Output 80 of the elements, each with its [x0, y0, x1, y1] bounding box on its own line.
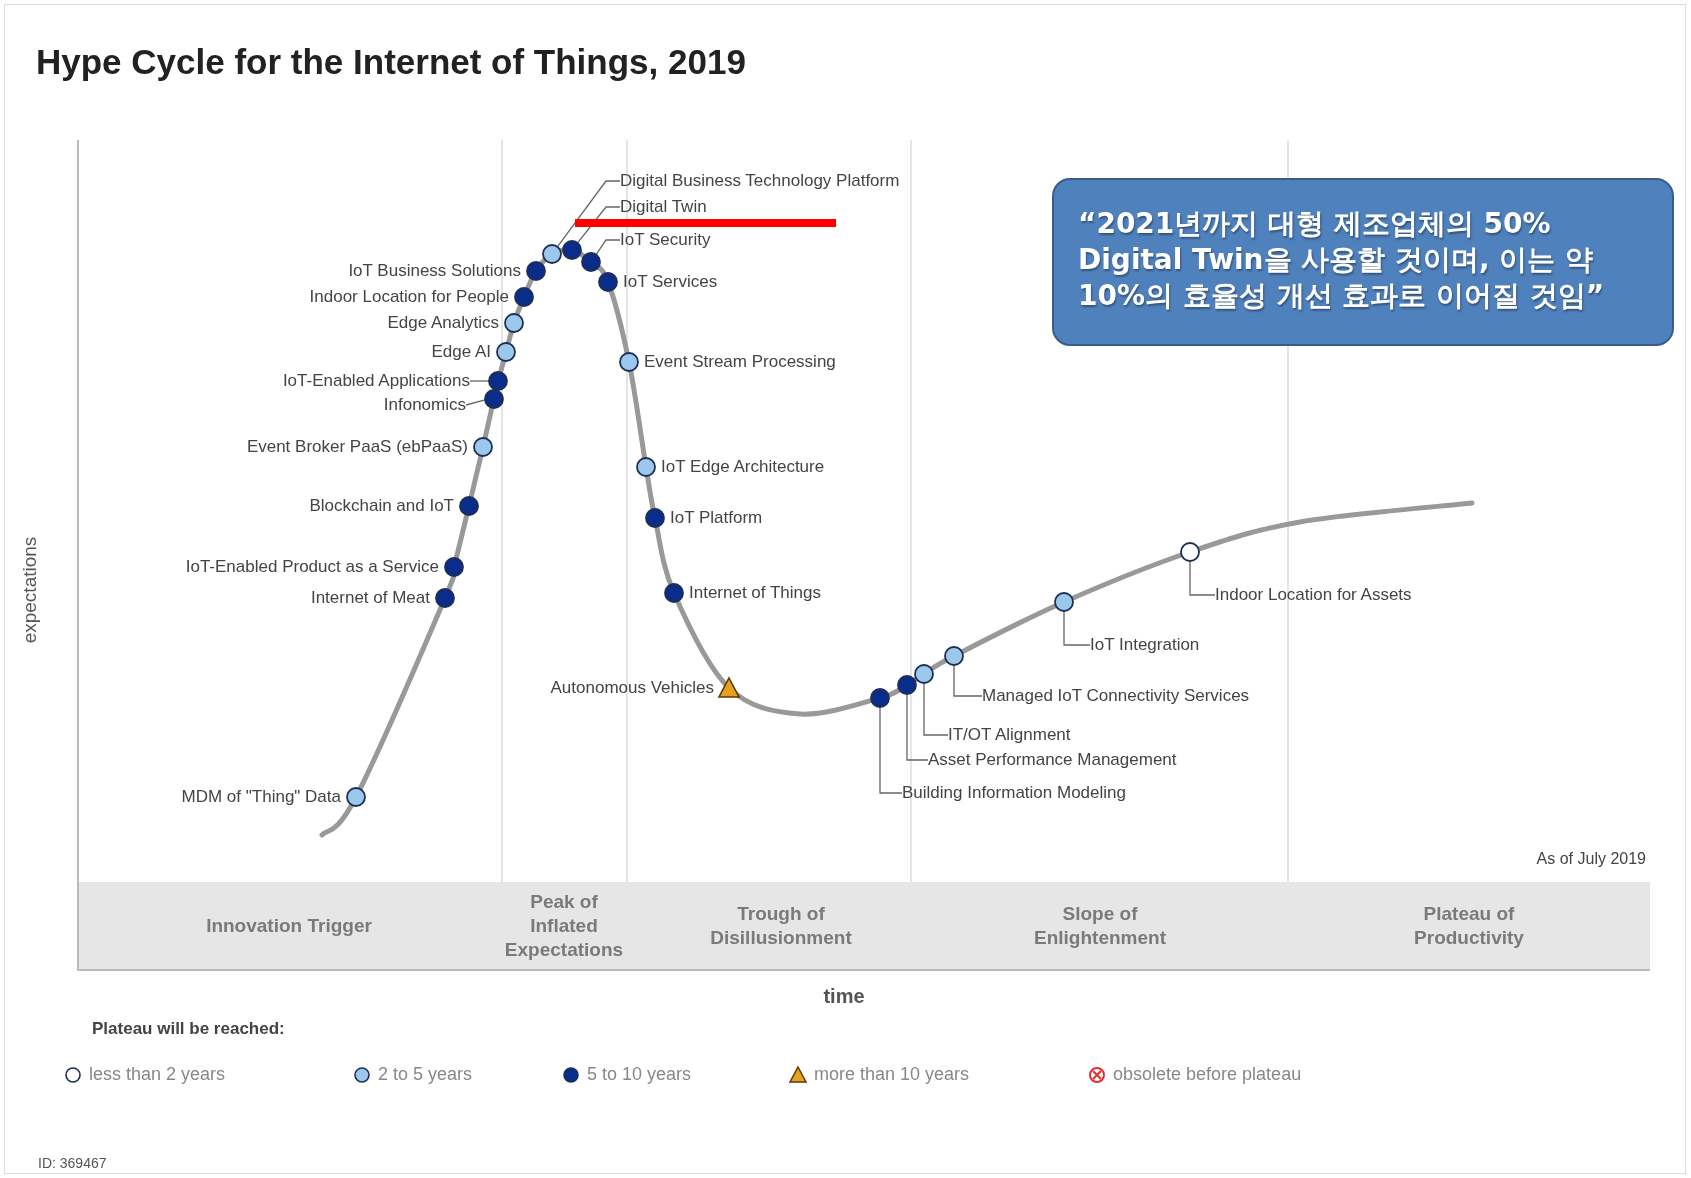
technology-label: Digital Twin [620, 197, 707, 217]
marker-dot [472, 436, 494, 458]
technology-label: Event Broker PaaS (ebPaaS) [246, 437, 468, 457]
leader-line [595, 239, 621, 256]
marker-dot [635, 456, 657, 478]
technology-label: IoT-Enabled Product as a Service [185, 557, 439, 577]
date-note: As of July 2019 [1536, 850, 1646, 868]
marker-dot [913, 663, 935, 685]
leader-line [465, 399, 486, 406]
technology-label: IoT-Enabled Applications [282, 371, 470, 391]
phase-label: Plateau of Productivity [1413, 902, 1525, 950]
technology-label: IoT Platform [670, 508, 763, 528]
legend-label: 2 to 5 years [378, 1064, 473, 1085]
technology-label: Digital Business Technology Platform [620, 171, 900, 191]
marker-dot [1179, 541, 1201, 563]
marker-dot [561, 239, 583, 261]
marker-dot [525, 260, 547, 282]
marker-dot [663, 582, 685, 604]
marker-dot [495, 341, 517, 363]
legend-label: 5 to 10 years [587, 1064, 692, 1085]
leader-line [576, 206, 621, 244]
document-id: ID: 369467 [38, 1155, 107, 1171]
marker-dot [434, 587, 456, 609]
axis-label: time [823, 984, 865, 1008]
marker-dot [597, 271, 619, 293]
technology-label: Asset Performance Management [928, 750, 1177, 770]
technology-label: IoT Security [620, 230, 711, 250]
marker-dot [458, 495, 480, 517]
marker-dot [943, 645, 965, 667]
technology-label: Internet of Things [689, 583, 821, 603]
marker-dot [487, 370, 509, 392]
marker-dot [345, 786, 367, 808]
legend-label: less than 2 years [89, 1064, 226, 1085]
phase-label: Peak of Inflated Expectations [503, 890, 625, 962]
leader-line [953, 664, 983, 697]
legend-heading: Plateau will be reached: [92, 1019, 285, 1039]
leader-line [469, 380, 490, 382]
leader-line [923, 682, 949, 736]
technology-label: IoT Business Solutions [348, 261, 521, 281]
technology-label: IT/OT Alignment [948, 725, 1071, 745]
technology-label: Edge Analytics [387, 313, 499, 333]
legend-label: more than 10 years [814, 1064, 970, 1085]
phase-label: Trough of Disillusionment [709, 902, 853, 950]
marker-dot [513, 286, 535, 308]
legend-label: obsolete before plateau [1113, 1064, 1302, 1085]
technology-label: Autonomous Vehicles [550, 678, 714, 698]
technology-label: Building Information Modeling [902, 783, 1126, 803]
marker-dot [580, 251, 602, 273]
leader-line [906, 693, 929, 761]
technology-label: Event Stream Processing [644, 352, 836, 372]
technology-label: Managed IoT Connectivity Services [982, 686, 1250, 706]
phase-label: Innovation Trigger [205, 914, 373, 938]
marker-dot [896, 674, 918, 696]
technology-label: Indoor Location for People [309, 287, 509, 307]
marker-dot [503, 312, 525, 334]
marker-dot [541, 243, 563, 265]
technology-label: Edge AI [431, 342, 491, 362]
technology-label: IoT Services [623, 272, 718, 292]
leader-line [879, 706, 903, 794]
leader-line [556, 180, 621, 248]
technology-label: Internet of Meat [310, 588, 430, 608]
marker-dot [1053, 591, 1075, 613]
callout-box: “2021년까지 대형 제조업체의 50% Digital Twin을 사용할 것이며, 이는 약 10%의 효율성 개선 효과로 이어질 것임” [1052, 178, 1674, 346]
technology-label: Indoor Location for Assets [1215, 585, 1412, 605]
triangle-marker [718, 677, 740, 699]
marker-dot [443, 556, 465, 578]
leader-line [1189, 560, 1216, 596]
axis-label: expectations [19, 536, 41, 644]
technology-label: Blockchain and IoT [309, 496, 454, 516]
leader-line [1063, 610, 1091, 646]
marker-dot [869, 687, 891, 709]
marker-dot [618, 351, 640, 373]
marker-dot [483, 388, 505, 410]
chart-title: Hype Cycle for the Internet of Things, 2019 [36, 42, 746, 82]
marker-dot [644, 507, 666, 529]
phase-label: Slope of Enlightenment [1033, 902, 1167, 950]
technology-label: MDM of "Thing" Data [181, 787, 341, 807]
technology-label: Infonomics [383, 395, 466, 415]
technology-label: IoT Edge Architecture [661, 457, 825, 477]
technology-label: IoT Integration [1090, 635, 1200, 655]
